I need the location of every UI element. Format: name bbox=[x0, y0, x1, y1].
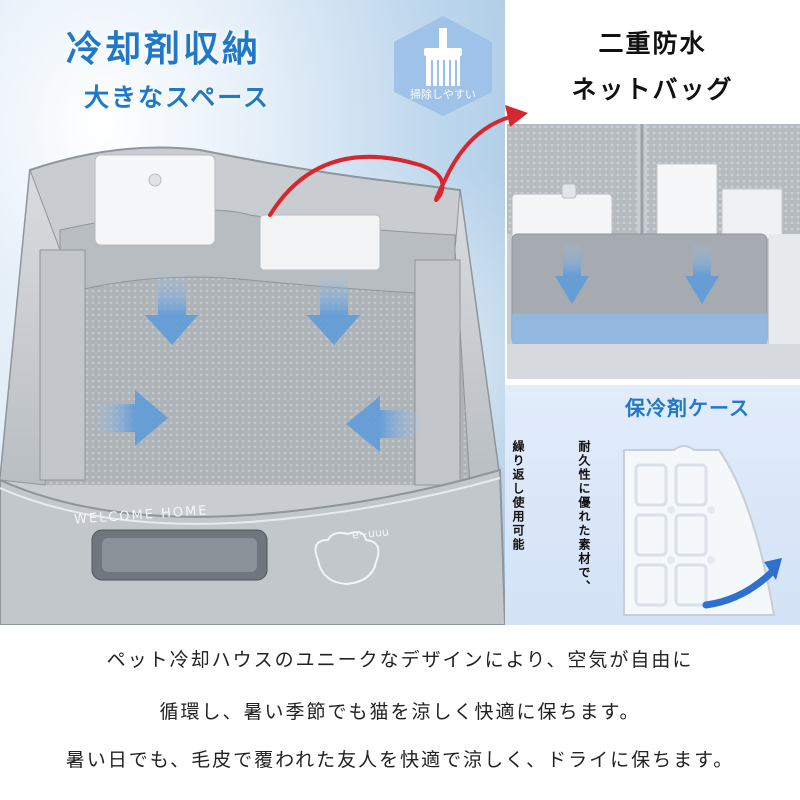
down-arrow-icon bbox=[307, 275, 360, 345]
description-line-2: 循環し、暑い季節でも猫を涼しく快適に保ちます。 bbox=[159, 701, 641, 723]
badge-label: 掃除しやすい bbox=[410, 88, 476, 101]
right-arrow-icon bbox=[95, 390, 168, 446]
down-arrow-icon bbox=[555, 244, 589, 304]
net-bag-title: ネットバッグ bbox=[571, 75, 734, 104]
reusable-text: 繰り返し使用可能 bbox=[511, 440, 525, 552]
down-arrow-icon bbox=[685, 244, 719, 304]
curved-arrow-icon bbox=[268, 105, 528, 217]
ice-pack-image bbox=[623, 445, 782, 616]
description-line-3: 暑い日でも、毛皮で覆われた友人を快適で涼しく、ドライに保ちます。 bbox=[65, 749, 735, 771]
badge-hexagon bbox=[394, 16, 492, 116]
ice-case-title: 保冷剤ケース bbox=[625, 396, 750, 420]
net-bag-photo bbox=[507, 124, 800, 379]
description-line-1: ペット冷却ハウスのユニークなデザインにより、空気が自由に bbox=[106, 649, 694, 671]
durability-text: 耐久性に優れた素材で、 bbox=[577, 440, 591, 594]
down-arrow-icon bbox=[145, 275, 198, 345]
cooler-box-illustration bbox=[0, 146, 505, 625]
waterproof-title: 二重防水 bbox=[598, 29, 707, 58]
section-title: 冷却剤収納 bbox=[66, 29, 262, 70]
section-subtitle: 大きなスペース bbox=[84, 83, 271, 112]
left-arrow-icon bbox=[346, 396, 420, 452]
